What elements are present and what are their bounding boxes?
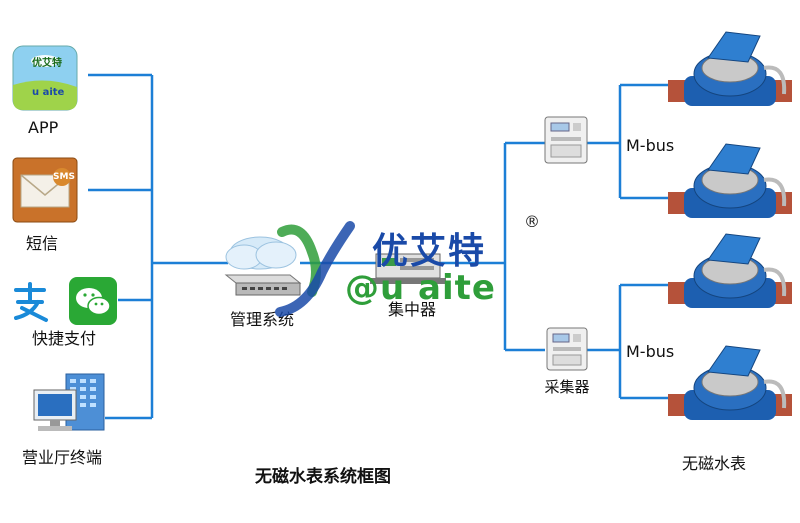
water-meter-2 (668, 140, 792, 228)
sms-envelope-icon: SMS (12, 157, 78, 223)
sms-badge: SMS (53, 172, 75, 182)
concentrator-device-icon (370, 246, 446, 290)
brand-registered-mark: ® (524, 212, 540, 231)
brand-name-en: @u aite (345, 268, 496, 308)
label-meters: 无磁水表 (682, 454, 747, 473)
label-quick-pay: 快捷支付 (32, 329, 97, 348)
label-mbus-bottom: M-bus (626, 342, 675, 361)
label-sms: 短信 (26, 234, 59, 253)
water-meter-4 (668, 342, 792, 430)
label-mbus-top: M-bus (626, 136, 675, 155)
app-logo-icon: 优艾特 u aite (12, 45, 78, 111)
brand-logo-y (262, 212, 372, 322)
app-icon-cn: 优艾特 (32, 58, 62, 69)
collector-device-top (543, 115, 589, 165)
diagram-caption: 无磁水表系统框图 (255, 467, 391, 487)
label-concentrator: 集中器 (387, 300, 437, 319)
water-meter-3 (668, 230, 792, 318)
app-icon-en: u aite (32, 87, 65, 98)
brand-name-cn: 优艾特 (372, 231, 487, 272)
computer-terminal-icon (28, 372, 108, 436)
label-app: APP (28, 118, 59, 137)
collector-device-bottom (545, 326, 589, 372)
wechat-icon (68, 276, 118, 326)
alipay-icon (8, 280, 52, 324)
cloud-server-icon (220, 225, 304, 305)
water-meter-1 (668, 28, 792, 116)
label-collector: 采集器 (544, 378, 590, 396)
label-hall: 营业厅终端 (22, 448, 103, 467)
